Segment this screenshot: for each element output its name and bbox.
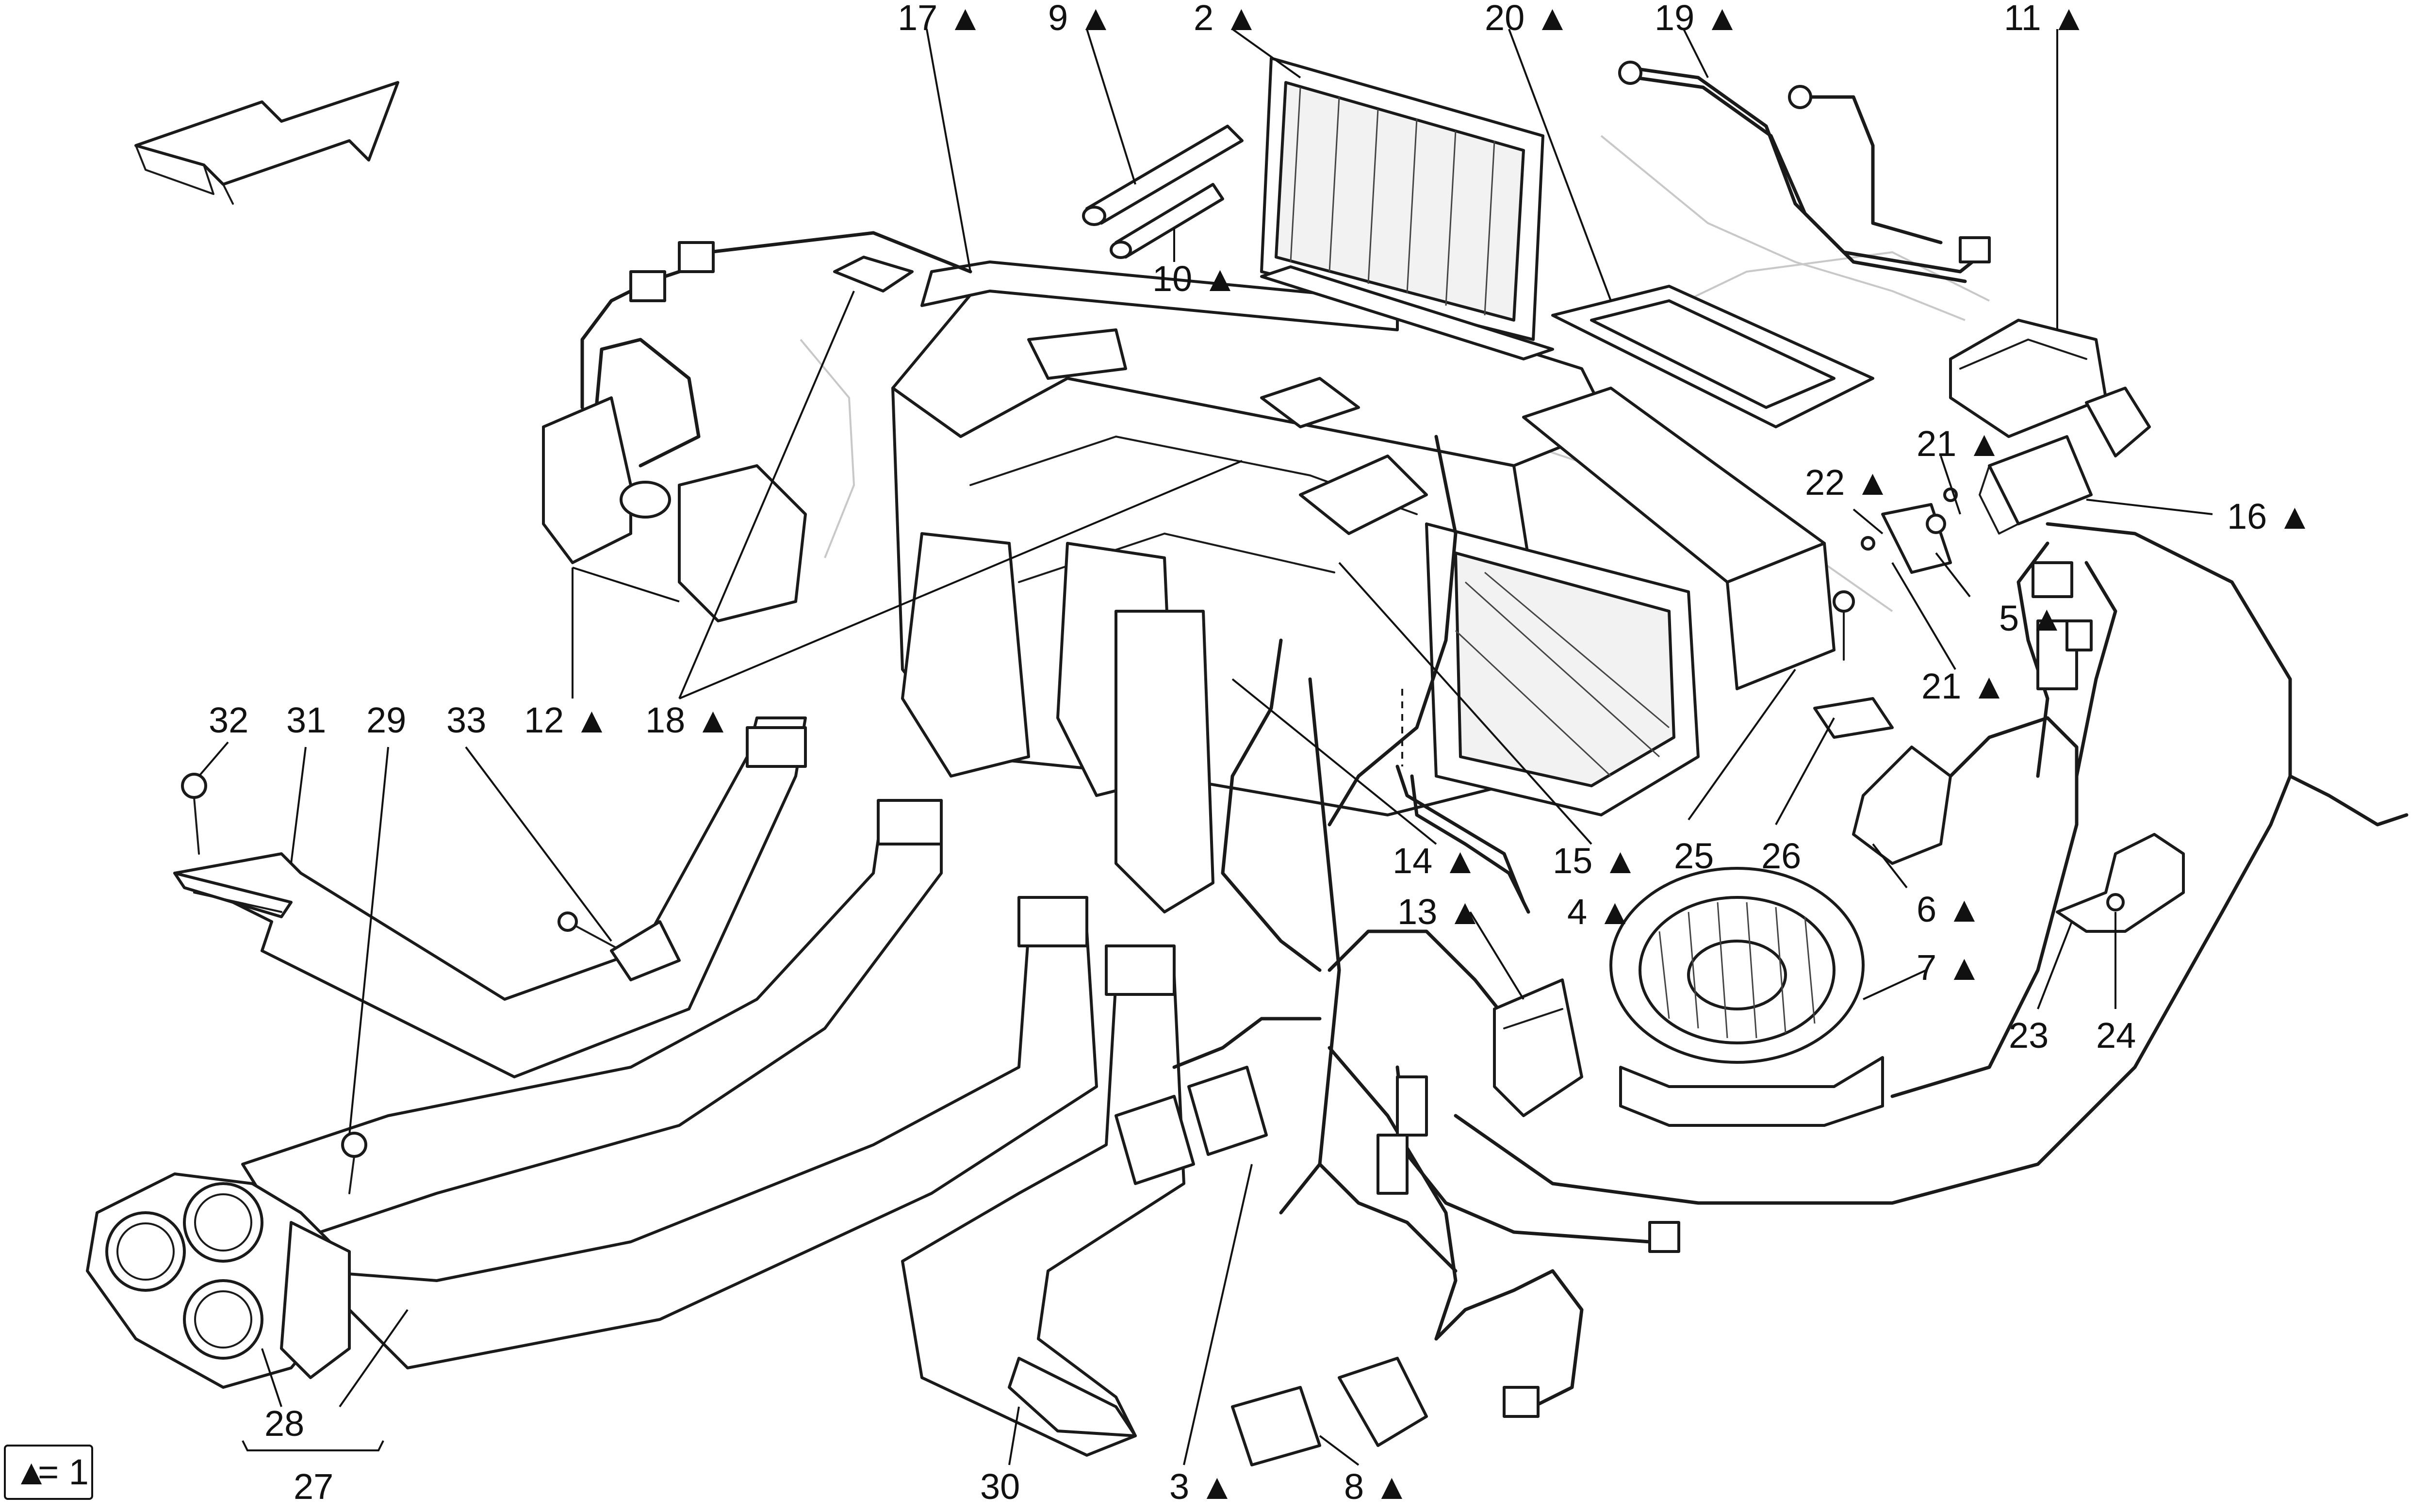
callout-27: 27 <box>294 1466 333 1507</box>
callout-23: 23 <box>2009 1015 2049 1056</box>
callout-13: 13 ▲ <box>1397 892 1483 932</box>
bolt-assembly <box>1813 590 1894 739</box>
sensor-module <box>1979 435 2093 535</box>
floor-duct-middle <box>241 799 943 1243</box>
callout-10: 10 ▲ <box>1152 259 1238 299</box>
callout-33: 33 <box>446 700 486 740</box>
callout-17: 17 ▲ <box>898 0 983 38</box>
callout-6: 6 ▲ <box>1917 889 1982 929</box>
leader-lines <box>198 28 2213 1466</box>
gasket-frame <box>1551 285 1874 428</box>
callout-19: 19 ▲ <box>1655 0 1740 38</box>
callout-2: 2 ▲ <box>1194 0 1259 38</box>
callout-29: 29 <box>366 700 406 740</box>
callout-12: 12 ▲ <box>524 700 609 740</box>
callout-7: 7 ▲ <box>1917 947 1982 988</box>
callout-18: 18 ▲ <box>645 700 731 740</box>
drain-tubes <box>1082 125 1244 259</box>
relay-connectors <box>1115 1066 1428 1466</box>
callout-5: 5 ▲ <box>1999 598 2065 638</box>
callout-14: 14 ▲ <box>1393 841 1478 881</box>
callout-21-lower: 21 ▲ <box>1921 666 2007 706</box>
callout-31: 31 <box>286 700 326 740</box>
callout-8: 8 ▲ <box>1344 1466 1410 1507</box>
rear-outlet-manifold <box>86 1172 351 1389</box>
floor-duct-left <box>173 716 807 1078</box>
actuator-left <box>542 231 972 622</box>
legend-box: ▲ = 1 <box>4 1445 93 1500</box>
blower-resistor <box>1852 716 2079 1098</box>
expansion-valve <box>1861 488 1958 574</box>
callout-11: 11 ▲ <box>2004 0 2087 38</box>
screw-33 <box>557 911 681 981</box>
mounting-bracket <box>2056 833 2185 933</box>
callout-21-upper: 21 ▲ <box>1917 423 2002 464</box>
callout-9: 9 ▲ <box>1048 0 1114 38</box>
callout-labels: 17 ▲ 9 ▲ 2 ▲ 20 ▲ 19 ▲ 11 ▲ 10 ▲ 22 ▲ 21… <box>209 0 2312 1507</box>
callout-4: 4 ▲ <box>1567 892 1633 932</box>
cabin-filter <box>1260 57 1554 360</box>
harness-right <box>1454 522 2409 1205</box>
blower-fan <box>1609 867 1884 1127</box>
callout-26: 26 <box>1761 836 1801 876</box>
legend-text: = 1 <box>38 1452 89 1492</box>
screw-32 <box>181 773 207 855</box>
refrigerant-pipes <box>1618 61 1991 283</box>
floor-duct-right <box>901 944 1185 1457</box>
drain-hose <box>1395 689 1530 914</box>
floor-duct-long <box>309 896 1098 1369</box>
callout-24: 24 <box>2096 1015 2136 1056</box>
callout-30: 30 <box>980 1466 1020 1507</box>
direction-arrow-icon <box>134 81 399 205</box>
callout-32: 32 <box>209 700 248 740</box>
screw-29 <box>341 1132 367 1194</box>
wiring-harness <box>1172 435 1680 1418</box>
callout-25: 25 <box>1674 836 1714 876</box>
callout-15: 15 ▲ <box>1553 841 1638 881</box>
control-module <box>1493 978 1583 1117</box>
callout-22: 22 ▲ <box>1805 462 1890 503</box>
callout-28: 28 <box>264 1403 304 1444</box>
hvac-housing <box>833 256 1836 913</box>
cover-bracket <box>1949 319 2151 457</box>
callout-3: 3 ▲ <box>1169 1466 1235 1507</box>
callout-16: 16 ▲ <box>2227 496 2312 537</box>
callout-20: 20 ▲ <box>1485 0 1570 38</box>
legend-symbol: ▲ <box>14 1452 49 1492</box>
